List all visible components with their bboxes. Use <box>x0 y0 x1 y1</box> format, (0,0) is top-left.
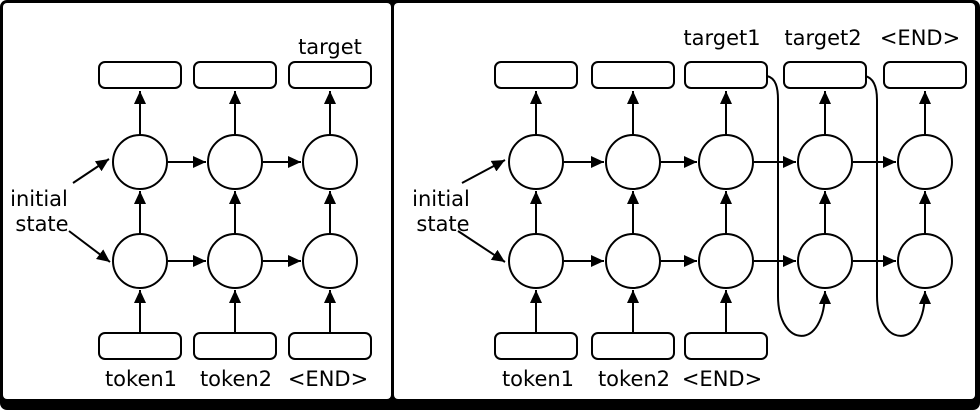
token1-label: token1 <box>502 367 574 391</box>
output-box <box>193 61 277 89</box>
rnn-cell-circle <box>698 233 754 289</box>
target-label: target <box>298 35 362 59</box>
input-box <box>591 332 675 360</box>
token1-label: token1 <box>105 367 177 391</box>
rnn-cell-circle <box>605 233 661 289</box>
input-box <box>684 332 768 360</box>
initial-state-arrow <box>461 159 506 184</box>
initial-state-label-line2: state <box>15 212 68 236</box>
initial-state-arrow <box>68 230 111 263</box>
input-box <box>288 332 372 360</box>
panel-right: initial state target1 target2 <END> toke… <box>412 26 967 391</box>
output-box <box>494 61 578 89</box>
initial-state-arrow <box>457 230 506 263</box>
initial-state-arrow <box>72 158 110 184</box>
output-box <box>783 61 867 89</box>
output-box <box>288 61 372 89</box>
rnn-cell-circle <box>112 233 168 289</box>
rnn-cell-circle <box>207 233 263 289</box>
output-box <box>591 61 675 89</box>
feedback-arrow <box>864 75 931 337</box>
rnn-cell-circle <box>207 134 263 190</box>
token2-label: token2 <box>598 367 670 391</box>
target2-label: target2 <box>784 26 861 50</box>
end-output-label: <END> <box>880 26 960 50</box>
rnn-cell-circle <box>508 134 564 190</box>
output-box <box>883 61 967 89</box>
rnn-cell-circle <box>797 233 853 289</box>
rnn-cell-circle <box>897 233 953 289</box>
initial-state-label-line1: initial <box>10 187 68 211</box>
target1-label: target1 <box>683 26 760 50</box>
input-box <box>193 332 277 360</box>
rnn-cell-circle <box>797 134 853 190</box>
rnn-cell-circle <box>605 134 661 190</box>
initial-state-label-line2: state <box>416 212 469 236</box>
rnn-cell-circle <box>508 233 564 289</box>
input-box <box>494 332 578 360</box>
end-token-label: <END> <box>288 367 368 391</box>
end-token-label: <END> <box>682 367 762 391</box>
rnn-cell-circle <box>302 233 358 289</box>
panel-left: initial state target token1 token2 <END> <box>10 35 372 391</box>
initial-state-label-line1: initial <box>412 187 470 211</box>
rnn-cell-circle <box>897 134 953 190</box>
rnn-cell-circle <box>302 134 358 190</box>
rnn-cell-circle <box>112 134 168 190</box>
rnn-cell-circle <box>698 134 754 190</box>
panel-left-background <box>3 3 391 399</box>
token2-label: token2 <box>200 367 272 391</box>
feedback-arrow <box>766 75 831 337</box>
output-box <box>98 61 182 89</box>
output-box <box>684 61 768 89</box>
input-box <box>98 332 182 360</box>
